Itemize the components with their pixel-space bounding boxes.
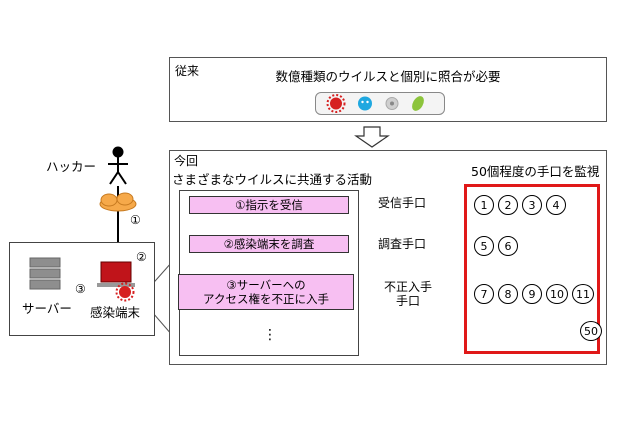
monitored-methods-box <box>464 184 600 354</box>
method-circle: 8 <box>498 284 518 304</box>
method-circle: 4 <box>546 195 566 215</box>
method-circle: 9 <box>522 284 542 304</box>
method-investigate-label: 調査手口 <box>378 237 427 251</box>
virus-icon-group <box>315 92 445 115</box>
method-number: 1 <box>480 198 488 212</box>
gray-virus-icon <box>385 97 399 110</box>
method-circle: 3 <box>522 195 542 215</box>
method-circle: 6 <box>498 236 518 256</box>
mark-3: ③ <box>75 282 86 296</box>
mark-1: ① <box>130 213 141 227</box>
method-number: 4 <box>552 198 560 212</box>
method-circle: 1 <box>474 195 494 215</box>
blue-virus-icon <box>358 96 372 111</box>
method-receive-label: 受信手口 <box>378 196 427 210</box>
method-acquire-label-line2: 手口 <box>395 294 420 308</box>
server-icon <box>29 257 61 290</box>
server-label: サーバー <box>22 301 72 316</box>
method-number: 50 <box>584 324 598 338</box>
current-label: 今回 <box>174 154 199 168</box>
network-cloud-icon <box>99 192 137 212</box>
step-acquire-access: ③サーバーへの アクセス権を不正に入手 <box>178 274 354 310</box>
red-virus-icon <box>326 94 346 113</box>
method-number: 8 <box>504 287 512 301</box>
common-activity-title: さまざまなウイルスに共通する活動 <box>172 172 373 187</box>
virus-icons <box>326 94 424 113</box>
method-number: 9 <box>528 287 536 301</box>
green-virus-icon <box>412 96 424 111</box>
step-3-text-line2: アクセス権を不正に入手 <box>203 292 329 306</box>
hacker-icon <box>108 146 128 185</box>
method-circle: 7 <box>474 284 494 304</box>
method-circle: 5 <box>474 236 494 256</box>
legacy-description: 数億種類のウイルスと個別に照合が必要 <box>275 69 501 84</box>
method-number: 3 <box>528 198 536 212</box>
method-circle: 11 <box>572 284 594 304</box>
transition-arrow <box>354 126 390 148</box>
step-1-text: ①指示を受信 <box>235 198 303 212</box>
method-acquire-label-line1: 不正入手 <box>383 280 432 294</box>
hacker-label: ハッカー <box>46 159 97 174</box>
step-investigate-terminal: ②感染端末を調査 <box>189 235 349 253</box>
legacy-box: 従来 数億種類のウイルスと個別に照合が必要 <box>169 57 607 122</box>
legacy-label: 従来 <box>175 64 200 78</box>
infected-terminal-icon <box>97 261 135 287</box>
activity-frame <box>179 190 359 356</box>
method-circle-last: 50 <box>580 321 602 341</box>
method-circle: 2 <box>498 195 518 215</box>
mark-2: ② <box>136 250 147 264</box>
step-2-text: ②感染端末を調査 <box>223 237 315 251</box>
method-number: 2 <box>504 198 512 212</box>
method-number: 11 <box>576 287 590 301</box>
steps-ellipsis: ⋮ <box>263 327 277 343</box>
method-number: 10 <box>550 287 564 301</box>
method-number: 6 <box>504 239 512 253</box>
method-number: 7 <box>480 287 488 301</box>
step-receive-instruction: ①指示を受信 <box>189 196 349 214</box>
method-number: 5 <box>480 239 488 253</box>
method-circle: 10 <box>546 284 568 304</box>
step-3-text-line1: ③サーバーへの <box>226 278 306 292</box>
monitor-title: 50個程度の手口を監視 <box>471 164 600 179</box>
terminal-virus-icon <box>115 282 135 302</box>
infected-terminal-label: 感染端末 <box>90 305 141 320</box>
